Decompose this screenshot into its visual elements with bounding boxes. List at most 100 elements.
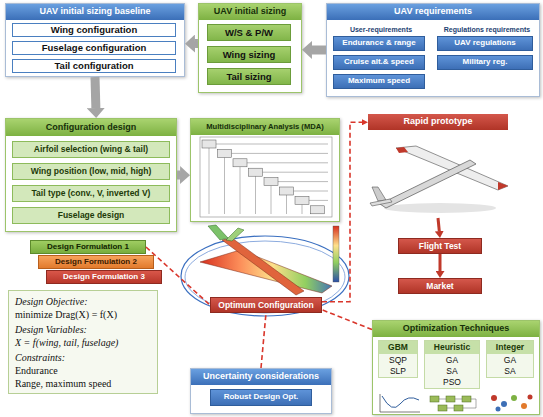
requirement-box: UAV regulations (437, 36, 533, 51)
baseline-panel: UAV initial sizing baselineWing configur… (5, 3, 185, 77)
method-name: GA (425, 355, 479, 366)
box-label: Military reg. (438, 56, 532, 69)
formulation-panel: Design Objective:minimize Drag(X) = f(X)… (8, 290, 158, 394)
sizing-box: W/S & P/W (207, 24, 291, 41)
configuration-box: Wing configuration (12, 23, 176, 37)
focus-ellipse (181, 236, 349, 316)
box-label: Wing position (low, mid, high) (13, 164, 169, 179)
panel-heading: Multidisciplinary Analysis (MDA) (191, 119, 339, 135)
box-label: Design Formulation 1 (31, 241, 145, 253)
flow-block (462, 396, 471, 402)
box-label: Endurance & range (334, 37, 424, 50)
method-name: SA (487, 366, 533, 377)
flow-arrow (177, 171, 180, 180)
panel-heading: UAV initial sizing baseline (6, 4, 184, 20)
market-box: Market (398, 278, 482, 294)
cfd-fuselage (222, 238, 304, 295)
column-heading: Heuristic (425, 341, 479, 354)
method-column: IntegerGASA (486, 340, 534, 378)
method-name: GA (487, 355, 533, 366)
formula-line: Design Variables: (15, 324, 153, 337)
n2-box (218, 149, 232, 157)
box-label: UAV regulations (438, 37, 532, 50)
method-column: GBMSQPSLP (378, 340, 418, 378)
prototype-tail (372, 187, 386, 201)
flow-block (446, 396, 455, 402)
sizing-box: Tail sizing (207, 68, 291, 85)
n2-box (280, 187, 294, 195)
link-connector (146, 247, 210, 305)
prototype-fuselage (380, 160, 476, 208)
focus-ellipse (185, 241, 345, 313)
box-label: Market (399, 279, 481, 293)
prototype-panel: Rapid prototype (368, 114, 508, 218)
link-connector (261, 313, 266, 368)
panel-heading: Configuration design (6, 119, 176, 136)
flow-block (430, 396, 439, 402)
n2-box (233, 159, 247, 167)
n2-box (249, 168, 263, 176)
ground-shadow (384, 203, 496, 213)
design-choice-box: Airfoil selection (wing & tail) (12, 141, 170, 158)
flow-sketch (430, 396, 471, 411)
flow-arrow (195, 39, 198, 48)
formula-line: Endurance (15, 365, 153, 378)
formulation-tab: Design Formulation 1 (30, 240, 146, 254)
formula-line: minimize Drag(X) = f(X) (15, 309, 153, 322)
group-heading: User-requirements (331, 23, 431, 36)
dot (501, 401, 507, 407)
n2-box (311, 206, 325, 214)
method-name: PSO (425, 377, 479, 388)
box-label: Optimum Configuration (211, 298, 321, 312)
n2-chart-frame (200, 137, 332, 217)
box-label: Tail type (conv., V, inverted V) (13, 186, 169, 201)
prototype-tail (370, 199, 392, 206)
link-connector (322, 310, 372, 330)
link-connector (439, 254, 442, 271)
prototype-marking (396, 147, 408, 153)
method-column: HeuristicGASAPSO (424, 340, 480, 389)
box-label: Wing sizing (208, 47, 290, 62)
dot (491, 395, 497, 401)
box-label: Robust Design Opt. (211, 390, 311, 405)
dot (511, 395, 517, 401)
flow-arrow (312, 45, 326, 54)
box-label: Cruise alt.& speed (334, 56, 424, 69)
color-bar (333, 226, 339, 282)
flow-block (454, 405, 463, 411)
requirements-panel: UAV requirementsUser-requirements Regulat… (326, 3, 540, 97)
prototype-marking (498, 182, 508, 190)
formula-line: X = f(wing, tail, fuselage) (15, 337, 153, 350)
method-name: SQP (379, 355, 417, 366)
plot-curve (382, 396, 419, 408)
sizing-box: Wing sizing (207, 46, 291, 63)
configuration-box: Tail configuration (12, 59, 176, 73)
n2-box (202, 140, 216, 148)
column-heading: GBM (379, 341, 417, 354)
design-choice-box: Wing position (low, mid, high) (12, 163, 170, 180)
box-label: Wing configuration (13, 24, 175, 36)
robust-box: Robust Design Opt. (210, 389, 312, 406)
requirement-box: Maximum speed (333, 74, 425, 89)
requirement-box: Military reg. (437, 55, 533, 70)
flow-lines (439, 399, 476, 408)
panel-heading: UAV requirements (327, 4, 539, 20)
group-heading: Regulations requirements (435, 23, 539, 36)
box-label: W/S & P/W (208, 25, 290, 40)
cfd-tail (208, 225, 228, 240)
formulation-tab: Design Formulation 2 (38, 255, 154, 269)
n2-box (295, 196, 309, 204)
dot-sketch (491, 395, 533, 412)
requirement-box: Cruise alt.& speed (333, 55, 425, 70)
mda-panel: Multidisciplinary Analysis (MDA) (190, 118, 340, 222)
formulation-tab: Design Formulation 3 (46, 270, 162, 284)
box-label: Design Formulation 2 (39, 256, 153, 268)
n2-box (264, 178, 278, 186)
box-label: Maximum speed (334, 75, 424, 88)
cfd-tail (226, 228, 244, 241)
n2-chart-lines (209, 144, 328, 214)
configuration-panel: Configuration designAirfoil selection (w… (5, 118, 177, 232)
formula-line: Constraints: (15, 352, 153, 365)
box-label: Design Formulation 3 (47, 271, 161, 283)
plot-axes (380, 394, 420, 412)
